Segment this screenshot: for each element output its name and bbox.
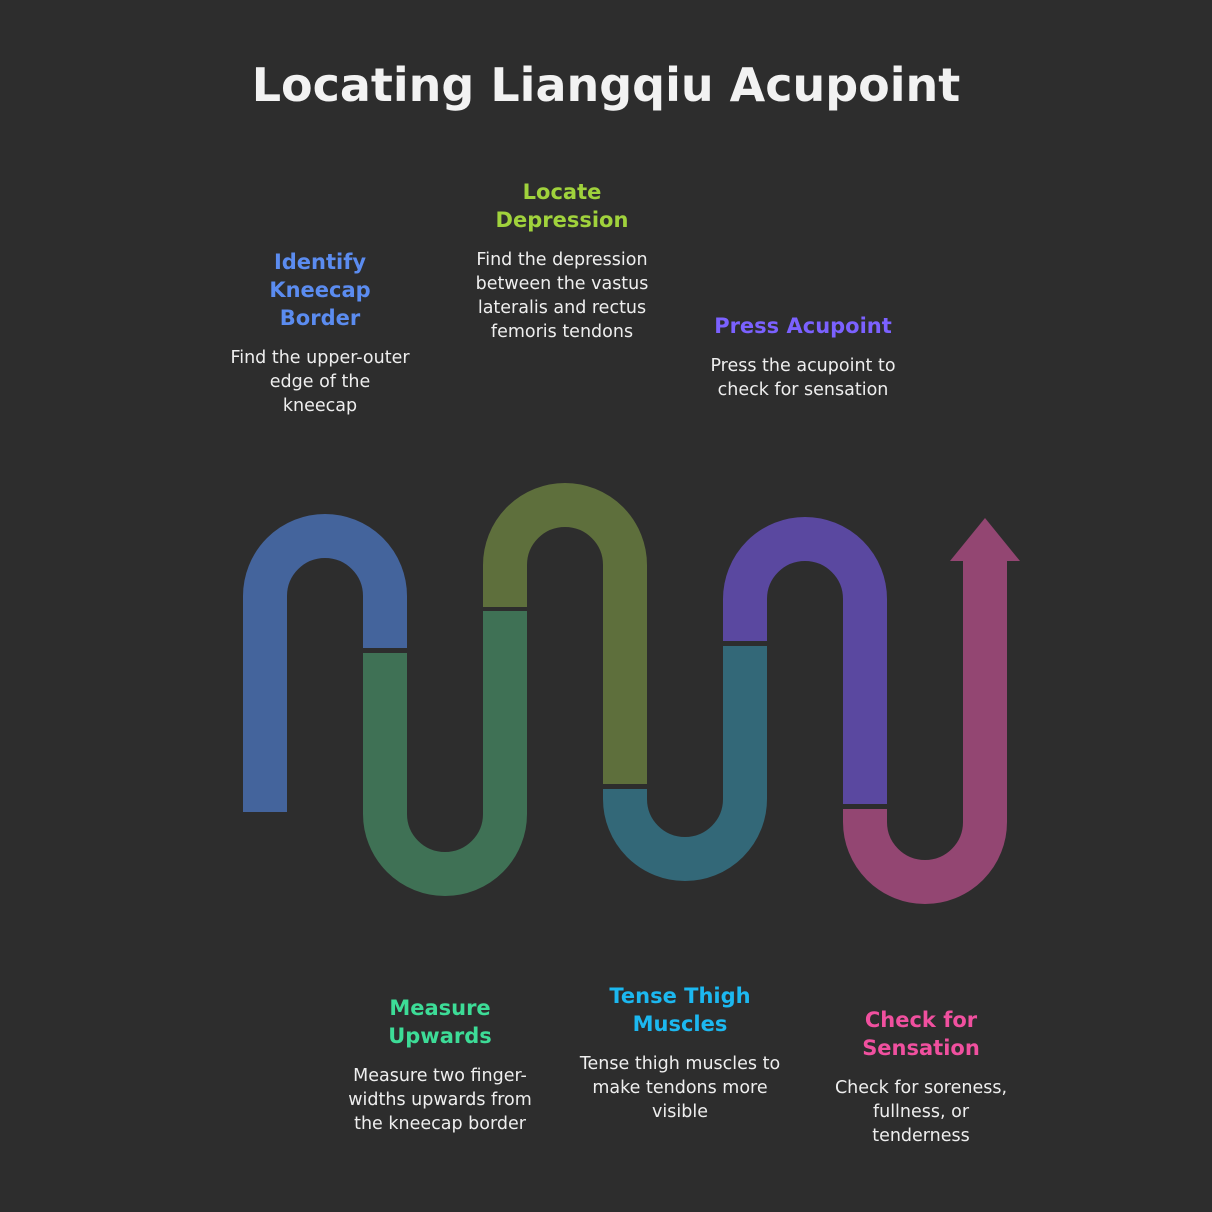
step-identify-kneecap: Identify Kneecap Border Find the upper-o… [200,248,440,418]
step-title: Tense Thigh Muscles [609,984,751,1036]
step-title: Identify Kneecap Border [269,250,371,330]
step-check-sensation: Check for Sensation Check for soreness, … [801,1006,1041,1148]
band-measure-upwards [363,611,527,896]
diagram-title: Locating Liangqiu Acupoint [251,58,961,112]
step-title: Press Acupoint [714,314,892,338]
step-description: Find the upper-outer edge of the kneecap [230,348,410,416]
step-measure-upwards: Measure Upwards Measure two finger-width… [320,994,560,1136]
step-press-acupoint: Press Acupoint Press the acupoint to che… [683,312,923,402]
step-description: Tense thigh muscles to make tendons more… [579,1054,781,1122]
band-check-sensation [843,558,1007,904]
band-identify-kneecap [243,514,407,812]
step-description: Check for soreness, fullness, or tendern… [834,1078,1008,1146]
step-title: Check for Sensation [862,1008,980,1060]
step-description: Find the depression between the vastus l… [475,250,649,342]
step-description: Measure two finger-widths upwards from t… [348,1066,532,1134]
band-press-acupoint [723,517,887,804]
step-description: Press the acupoint to check for sensatio… [710,356,896,400]
step-title: Measure Upwards [388,996,492,1048]
step-locate-depression: Locate Depression Find the depression be… [442,178,682,344]
step-title: Locate Depression [495,180,629,232]
step-tense-muscles: Tense Thigh Muscles Tense thigh muscles … [560,982,800,1124]
arrowhead-icon [950,518,1020,561]
band-locate-depression [483,483,647,784]
band-tense-muscles [603,646,767,881]
